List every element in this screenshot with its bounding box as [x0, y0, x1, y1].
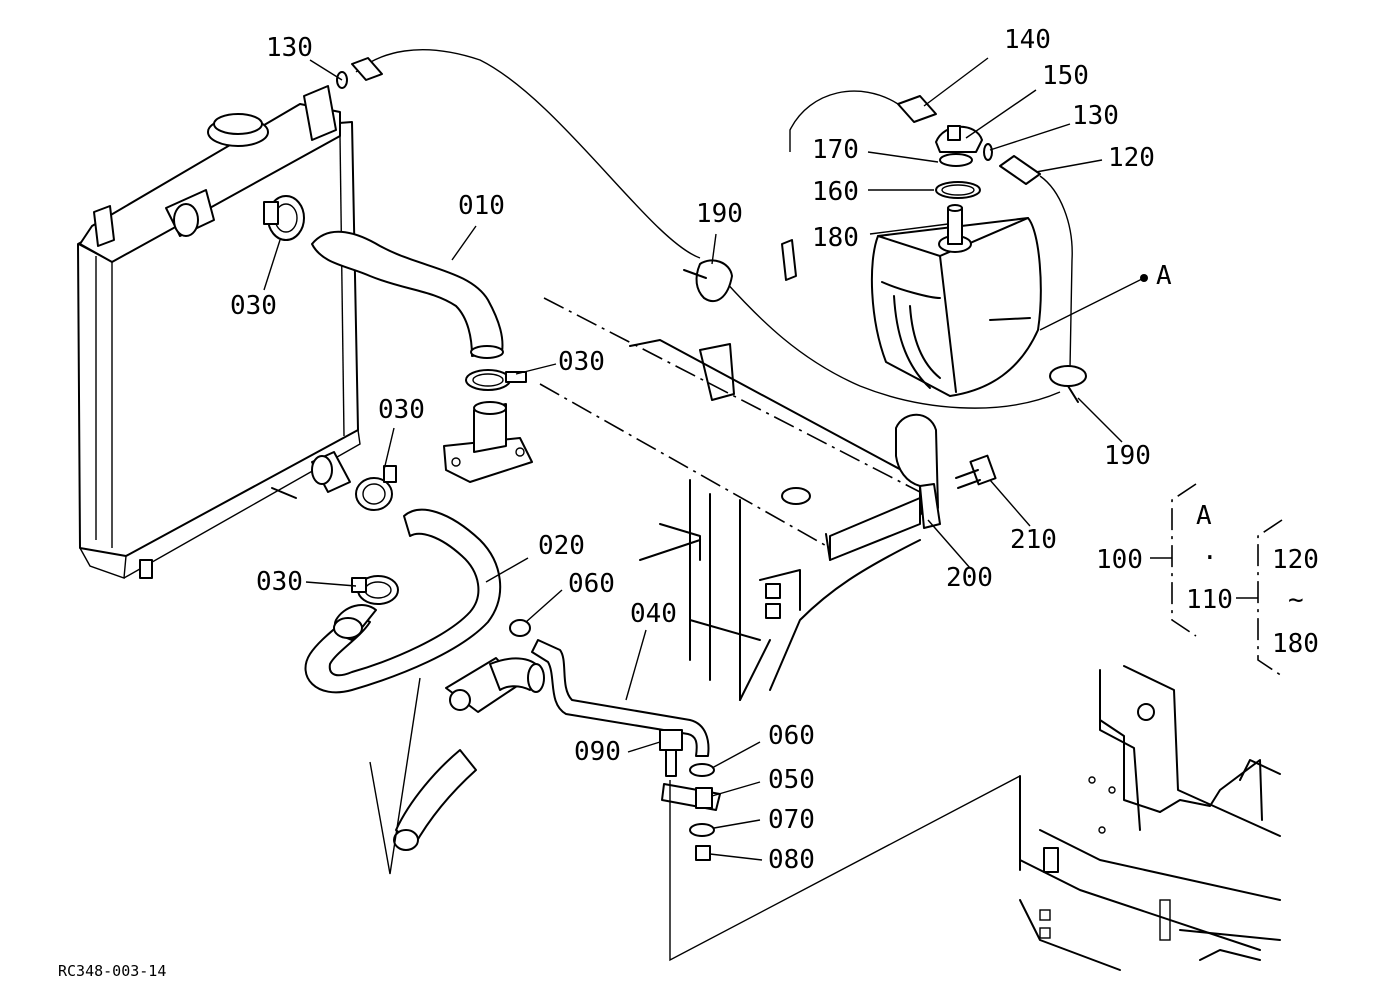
callout-030b: 030 — [558, 347, 605, 377]
hose-clip-190b — [1049, 365, 1087, 403]
callout-190a: 190 — [696, 199, 743, 229]
lower-hose-020 — [304, 508, 502, 694]
callout-170: 170 — [812, 135, 859, 165]
reserve-tank — [870, 204, 1042, 397]
hose-clamp-lower-1 — [355, 465, 397, 511]
callout-120a: 120 — [1108, 143, 1155, 173]
small-tube — [781, 239, 797, 281]
key-range-start: 120 — [1272, 545, 1319, 575]
assembly-key-brackets — [1150, 483, 1283, 677]
thermostat-housing — [443, 401, 533, 483]
callout-130a: 130 — [266, 33, 313, 63]
callout-020: 020 — [538, 531, 585, 561]
bolt-210 — [955, 454, 997, 489]
pipe-040 — [509, 619, 710, 757]
overflow-tubes — [336, 49, 1073, 409]
callout-080: 080 — [768, 845, 815, 875]
key-a-dot: · — [1202, 543, 1218, 573]
callout-140: 140 — [1004, 25, 1051, 55]
callout-010: 010 — [458, 191, 505, 221]
callout-030d: 030 — [256, 567, 303, 597]
callout-090: 090 — [574, 737, 621, 767]
callout-060b: 060 — [768, 721, 815, 751]
callout-130b: 130 — [1072, 101, 1119, 131]
key-range-end: 180 — [1272, 629, 1319, 659]
upper-hose-010 — [311, 230, 504, 359]
leader-lines — [263, 57, 1148, 962]
frame-cross-member — [539, 297, 921, 701]
hose-clamp-radiator-top — [263, 195, 305, 241]
key-range-sep: ~ — [1288, 585, 1304, 615]
callout-040: 040 — [630, 599, 677, 629]
water-pump-pipe — [393, 657, 545, 851]
callout-150: 150 — [1042, 61, 1089, 91]
callout-030a: 030 — [230, 291, 277, 321]
callout-180a: 180 — [812, 223, 859, 253]
hose-clip-190a — [683, 259, 733, 303]
callout-190b: 190 — [1104, 441, 1151, 471]
callout-200: 200 — [946, 563, 993, 593]
callout-070: 070 — [768, 805, 815, 835]
callout-060a: 060 — [568, 569, 615, 599]
tank-bracket-200 — [895, 413, 941, 529]
key-100: 100 — [1096, 545, 1143, 575]
key-a-label: A — [1196, 501, 1212, 531]
callout-210: 210 — [1010, 525, 1057, 555]
assembly-key: A · 100 110 120 ~ 180 — [1096, 501, 1319, 659]
callout-160: 160 — [812, 177, 859, 207]
callout-labels: 130 140 150 130 170 120 160 010 190 180 … — [230, 25, 1172, 875]
reserve-tank-cap — [935, 125, 983, 199]
engine-frame — [1019, 665, 1281, 971]
callout-050: 050 — [768, 765, 815, 795]
hose-clamp-upper — [465, 369, 527, 391]
radiator — [77, 85, 361, 579]
drain-assembly — [659, 729, 721, 861]
drawing-code: RC348-003-14 — [58, 962, 166, 980]
key-110: 110 — [1186, 585, 1233, 615]
callout-A: A — [1156, 261, 1172, 291]
hose-clamp-lower-2 — [351, 575, 399, 605]
callout-030c: 030 — [378, 395, 425, 425]
